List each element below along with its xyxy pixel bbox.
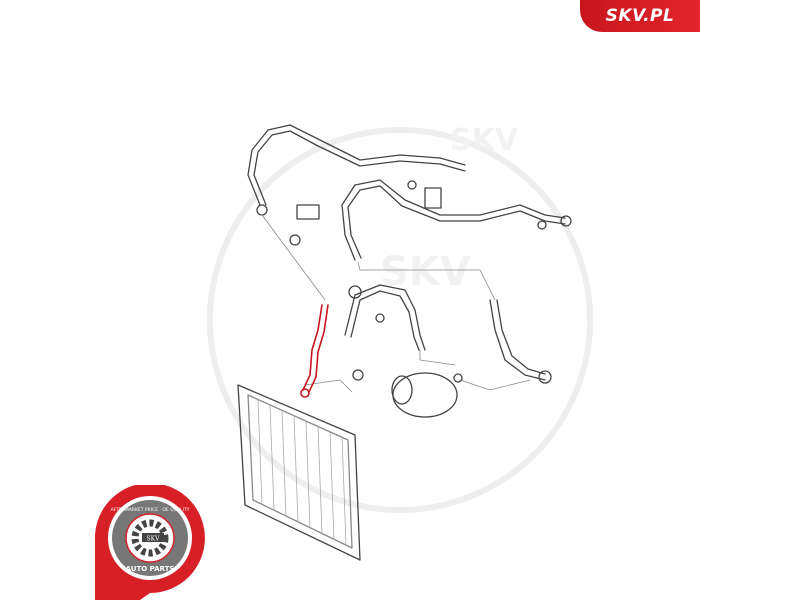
right-hose: [489, 299, 552, 384]
valve-block: [289, 180, 547, 246]
skv-auto-parts-seal-logo: SKV AFTERMARKET PRICE · OE QUALITY AUTO …: [95, 485, 205, 600]
highlighted-hose: [300, 304, 329, 398]
svg-text:SKV: SKV: [380, 249, 471, 295]
compressor: [352, 369, 463, 418]
leader-lines: [261, 214, 531, 393]
svg-text:SKV: SKV: [450, 123, 519, 158]
middle-hose: [344, 284, 426, 351]
svg-text:AFTERMARKET PRICE · OE QUALITY: AFTERMARKET PRICE · OE QUALITY: [111, 507, 190, 513]
condenser: [237, 384, 361, 561]
svg-text:SKV: SKV: [147, 536, 161, 543]
upper-hose-2: [341, 179, 572, 261]
skv-pl-brand-badge[interactable]: SKV.PL: [580, 0, 700, 32]
watermark: SKV SKV: [207, 123, 593, 513]
svg-text:AUTO PARTS: AUTO PARTS: [126, 565, 175, 573]
